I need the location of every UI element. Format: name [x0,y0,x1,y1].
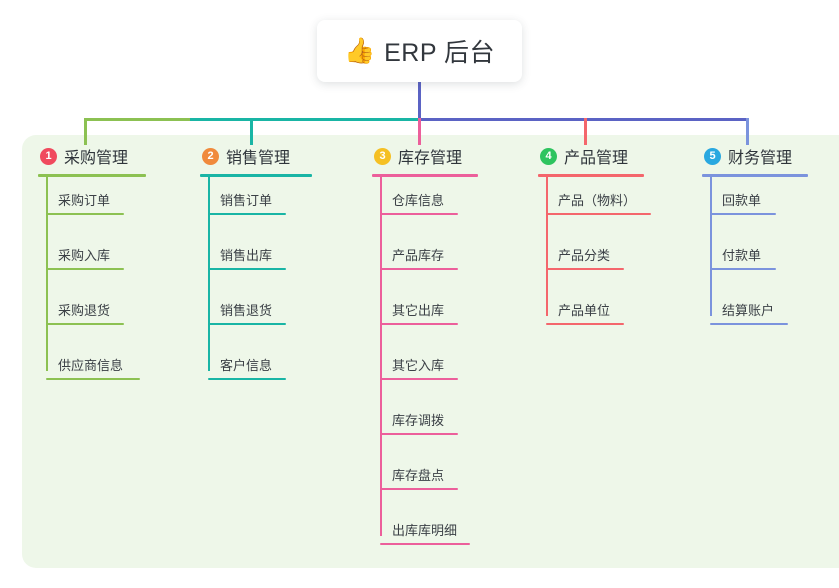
list-item-underline [380,433,458,435]
drop-col-3 [418,118,421,145]
bus-teal [190,118,419,121]
column-title: 产品管理 [564,150,629,167]
number-badge-icon: 4 [540,147,557,165]
list-item-underline [380,378,458,380]
list-item-underline [380,213,458,215]
list-item-underline [208,213,286,215]
column-5: 5 财务管理回款单付款单结算账户 [702,143,808,325]
thumbs-up-icon: 👍 [343,36,376,65]
column-header-2[interactable]: 2 销售管理 [200,143,290,169]
list-item[interactable]: 库存调拨 [392,413,445,428]
list-item[interactable]: 采购退货 [58,303,111,318]
list-item-underline [380,543,470,545]
column-header-5[interactable]: 5 财务管理 [702,143,792,169]
drop-col-2 [250,118,253,145]
list-item[interactable]: 回款单 [722,193,762,208]
column-title: 库存管理 [398,150,463,167]
list-item[interactable]: 付款单 [722,248,762,263]
column-title: 财务管理 [728,150,793,167]
column-underline [538,174,644,177]
drop-col-5 [746,118,749,145]
root-stem [418,82,421,122]
list-item-underline [208,323,286,325]
column-title: 采购管理 [64,150,129,167]
list-item[interactable]: 产品单位 [558,303,611,318]
list-item-underline [46,323,124,325]
list-item[interactable]: 产品分类 [558,248,611,263]
list-item-underline [46,378,140,380]
drop-col-4 [584,118,587,145]
list-item-underline [710,268,776,270]
column-header-4[interactable]: 4 产品管理 [538,143,628,169]
list-item[interactable]: 销售退货 [220,303,273,318]
column-underline [702,174,808,177]
list-item[interactable]: 销售出库 [220,248,273,263]
list-item-underline [46,268,124,270]
number-badge-icon: 5 [704,147,721,165]
list-item-underline [380,323,458,325]
list-item[interactable]: 其它出库 [392,303,445,318]
column-4: 4 产品管理产品（物料） 产品分类产品单位 [538,143,651,325]
list-item[interactable]: 出库库明细 [392,523,458,538]
root-title-card: 👍 ERP 后台 [317,20,522,82]
number-badge-icon: 2 [202,147,219,165]
list-item[interactable]: 采购入库 [58,248,111,263]
list-item[interactable]: 产品库存 [392,248,445,263]
list-item[interactable]: 客户信息 [220,358,273,373]
column-spine [46,177,48,371]
column-underline [372,174,478,177]
list-item-underline [208,378,286,380]
list-item-underline [546,268,624,270]
column-spine [546,177,548,316]
list-item-underline [380,488,458,490]
column-2: 2 销售管理销售订单销售出库销售退货客户信息 [200,143,312,380]
column-underline [38,174,146,177]
column-header-3[interactable]: 3 库存管理 [372,143,462,169]
column-spine [208,177,210,371]
bus-green [84,118,190,121]
list-item[interactable]: 仓库信息 [392,193,445,208]
list-item[interactable]: 其它入库 [392,358,445,373]
list-item[interactable]: 产品（物料） [558,193,637,208]
list-item-underline [710,213,776,215]
column-1: 1 采购管理采购订单采购入库采购退货供应商信息 [38,143,146,380]
number-badge-icon: 1 [40,147,57,165]
list-item-underline [546,323,624,325]
list-item-underline [380,268,458,270]
column-spine [710,177,712,316]
column-header-1[interactable]: 1 采购管理 [38,143,128,169]
list-item[interactable]: 销售订单 [220,193,273,208]
list-item[interactable]: 供应商信息 [58,358,124,373]
list-item-underline [208,268,286,270]
list-item[interactable]: 结算账户 [722,303,775,318]
column-title: 销售管理 [226,150,291,167]
number-badge-icon: 3 [374,147,391,165]
column-3: 3 库存管理仓库信息产品库存其它出库其它入库库存调拨库存盘点出库库明细 [372,143,478,545]
column-underline [200,174,312,177]
list-item-underline [710,323,788,325]
diagram-panel [22,135,839,568]
page-title: ERP 后台 [384,39,496,67]
drop-col-1 [84,118,87,145]
list-item[interactable]: 库存盘点 [392,468,445,483]
list-item[interactable]: 采购订单 [58,193,111,208]
column-spine [380,177,382,536]
list-item-underline [546,213,651,215]
list-item-underline [46,213,124,215]
